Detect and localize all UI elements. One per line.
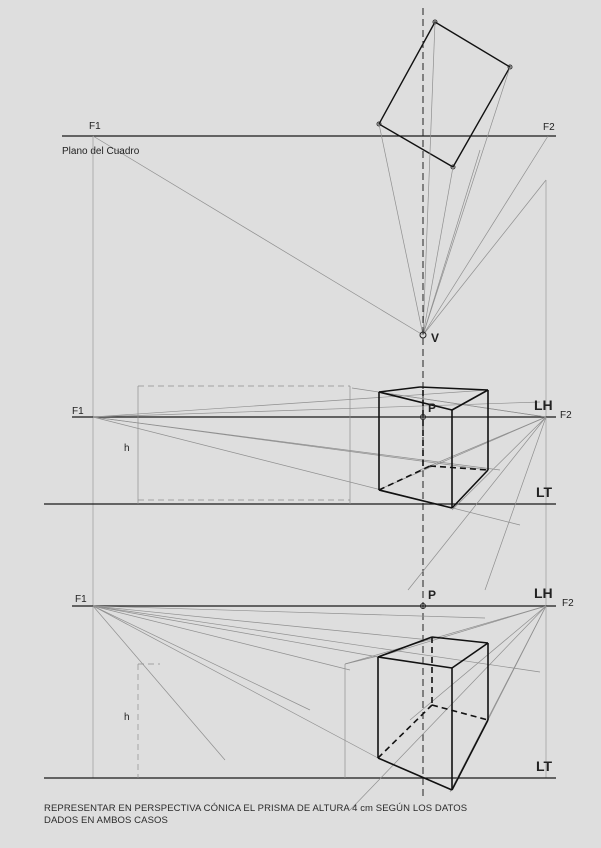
plan-square: [378, 21, 511, 168]
label-f2-top: F2: [543, 122, 555, 133]
label-f1-bottom: F1: [75, 594, 87, 605]
plan-view: V F1 F2 Plano del Cuadro: [62, 8, 556, 800]
label-lt-1: LT: [536, 484, 553, 500]
label-f2-mid: F2: [560, 410, 572, 421]
label-v: V: [431, 331, 439, 345]
visual-rays: [92, 21, 549, 336]
label-f1-mid: F1: [72, 406, 84, 417]
label-f2-bottom: F2: [562, 598, 574, 609]
label-lh-1: LH: [534, 397, 553, 413]
instructions-line-2: DADOS EN AMBOS CASOS: [44, 815, 168, 826]
point-p-2: [420, 603, 426, 609]
label-p-2: P: [428, 588, 436, 602]
label-p-1: P: [428, 401, 436, 415]
vanishing-rays-1: [92, 387, 547, 591]
viewpoint-v: [419, 331, 427, 339]
point-p-1: [420, 414, 426, 420]
label-plano-del-cuadro: Plano del Cuadro: [62, 146, 140, 157]
instructions-text: REPRESENTAR EN PERSPECTIVA CÓNICA EL PRI…: [44, 803, 524, 827]
label-h-2: h: [124, 712, 130, 723]
perspective-case-1: P F1 F2 h LH LT: [44, 385, 572, 591]
vanishing-rays-2: [92, 605, 547, 811]
label-lh-2: LH: [534, 585, 553, 601]
prism-2: [377, 636, 489, 791]
prism-1: [378, 386, 489, 509]
vertical-construction-lines: [92, 136, 547, 778]
label-h-1: h: [124, 443, 130, 454]
instructions-line-1: REPRESENTAR EN PERSPECTIVA CÓNICA EL PRI…: [44, 803, 468, 814]
label-lt-2: LT: [536, 758, 553, 774]
label-f1-top: F1: [89, 121, 101, 132]
perspective-case-2: P F1 F2 h LH LT: [44, 585, 574, 811]
